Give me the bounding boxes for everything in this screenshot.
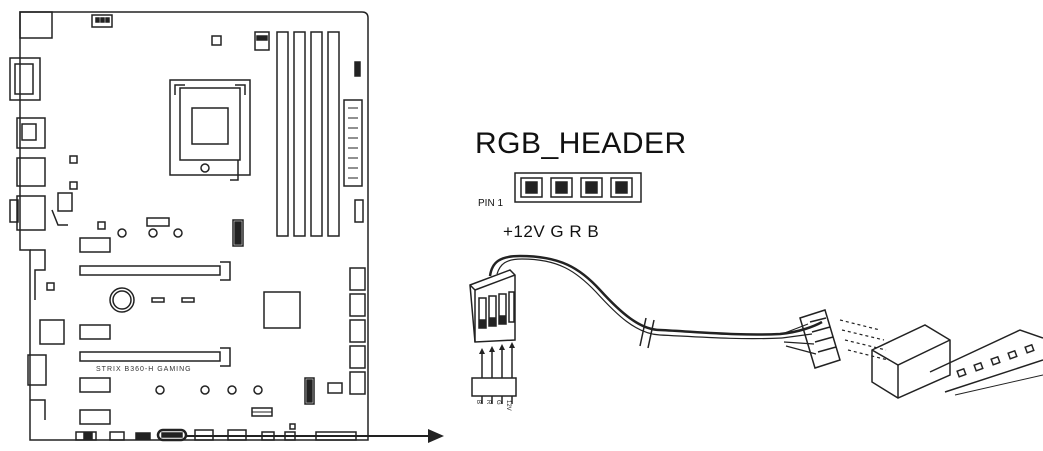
pin-1	[520, 177, 543, 198]
rgb-cable	[469, 254, 1043, 404]
wire-label-g: G	[495, 400, 501, 405]
pcie-slot-2	[79, 347, 231, 367]
pin1-label: PIN 1	[478, 198, 504, 209]
motherboard	[9, 11, 369, 442]
male-pin-row	[471, 342, 517, 404]
sata-ports	[349, 267, 366, 395]
pin-function-labels: +12V G R B	[503, 222, 600, 241]
io-port-lan	[16, 157, 46, 187]
io-port-vga	[9, 57, 41, 101]
io-port-audio	[16, 195, 46, 231]
cmos-battery	[109, 287, 135, 313]
wire-label-12v: 12V	[505, 400, 511, 411]
strip-connector	[781, 309, 889, 369]
io-port-usb	[16, 117, 46, 149]
board-silkscreen: STRIX B360-H GAMING	[96, 366, 192, 373]
rgb-header-pins	[514, 172, 642, 203]
header-plug	[469, 269, 516, 343]
io-port-1	[19, 11, 53, 39]
pin-4	[610, 177, 633, 198]
wire-label-r: R	[485, 400, 491, 405]
pcie-slot-1	[79, 261, 231, 281]
ram-slots	[276, 31, 340, 237]
wire-label-b: B	[475, 400, 481, 405]
atx-power	[343, 99, 363, 187]
cpu-socket	[169, 79, 251, 181]
location-arrow	[186, 429, 444, 443]
board-outline	[19, 11, 369, 441]
pin-3	[580, 177, 603, 198]
led-strip	[871, 324, 1043, 399]
chipset	[263, 291, 301, 329]
header-title: RGB_HEADER	[475, 127, 687, 160]
pin-2	[550, 177, 573, 198]
